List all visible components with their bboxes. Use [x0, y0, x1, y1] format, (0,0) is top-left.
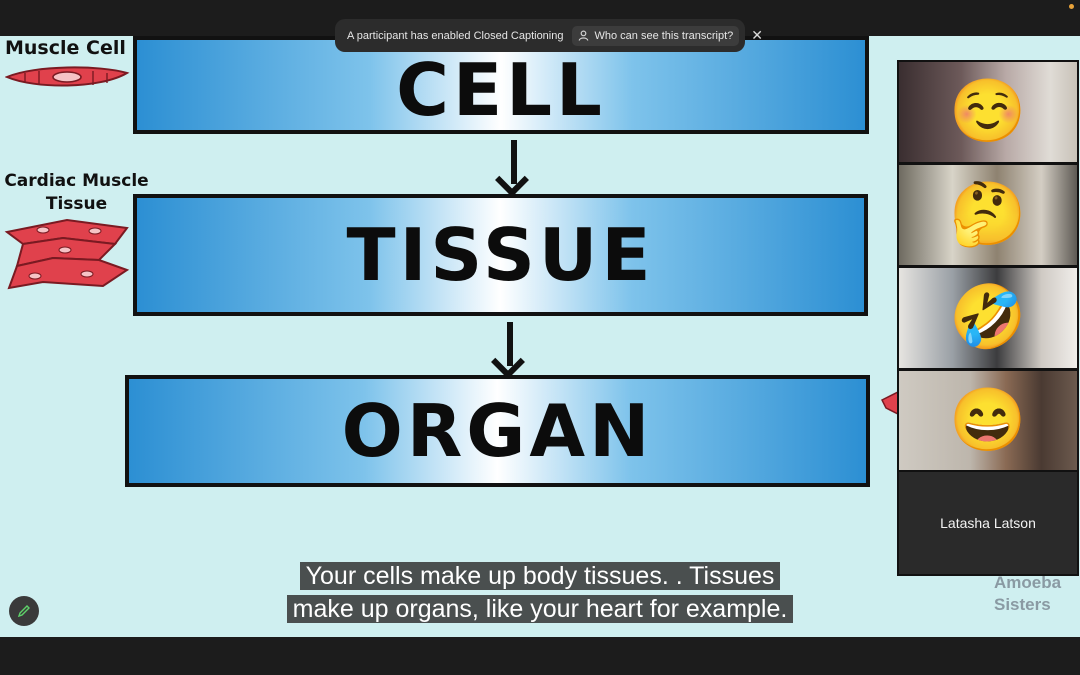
- status-dot: [1069, 4, 1074, 9]
- participant-tile[interactable]: 😄: [897, 369, 1079, 473]
- bottom-bar: [0, 637, 1080, 675]
- tissue-box-label: TISSUE: [346, 213, 655, 297]
- closed-caption-text: Your cells make up body tissues. . Tissu…: [0, 560, 1080, 626]
- muscle-cell-illustration: [5, 66, 130, 87]
- annotate-button[interactable]: [9, 596, 39, 626]
- rolling-laughing-face-icon: 🤣: [949, 283, 1027, 352]
- pencil-icon: [17, 605, 30, 618]
- tissue-box: TISSUE: [133, 194, 868, 316]
- participant-tile[interactable]: 🤔: [897, 163, 1079, 267]
- close-icon[interactable]: ✕: [751, 27, 764, 43]
- cell-box-label: CELL: [396, 48, 606, 132]
- muscle-cell-label: Muscle Cell: [5, 37, 126, 59]
- cardiac-muscle-label: Cardiac Muscle Tissue: [4, 170, 149, 216]
- participant-name-tile[interactable]: Latasha Latson: [897, 470, 1079, 576]
- grinning-face-icon: 😄: [949, 386, 1027, 455]
- person-icon: [579, 30, 589, 41]
- watermark-line1: Amoeba: [994, 573, 1062, 592]
- participant-tile[interactable]: 🤣: [897, 266, 1079, 370]
- who-can-see-label: Who can see this transcript?: [594, 29, 734, 42]
- organ-box-label: ORGAN: [341, 389, 654, 473]
- cardiac-label-line1: Cardiac Muscle: [4, 171, 149, 191]
- thinking-face-icon: 🤔: [949, 180, 1027, 249]
- closed-caption-banner: A participant has enabled Closed Caption…: [335, 19, 763, 52]
- cardiac-tissue-illustration: [4, 218, 130, 290]
- cardiac-label-line2: Tissue: [45, 194, 108, 214]
- caption-line2: make up organs, like your heart for exam…: [286, 595, 794, 623]
- smiling-face-icon: ☺️: [949, 77, 1027, 146]
- amoeba-sisters-watermark: Amoeba Sisters: [994, 572, 1061, 616]
- banner-message: A participant has enabled Closed Caption…: [347, 29, 564, 42]
- participant-name: Latasha Latson: [940, 515, 1036, 531]
- who-can-see-transcript-button[interactable]: Who can see this transcript?: [572, 25, 740, 46]
- organ-box: ORGAN: [125, 375, 870, 487]
- cell-box: CELL: [133, 36, 869, 134]
- participant-tile[interactable]: ☺️: [897, 60, 1079, 164]
- watermark-line2: Sisters: [994, 595, 1051, 614]
- caption-line1: Your cells make up body tissues. . Tissu…: [299, 562, 781, 590]
